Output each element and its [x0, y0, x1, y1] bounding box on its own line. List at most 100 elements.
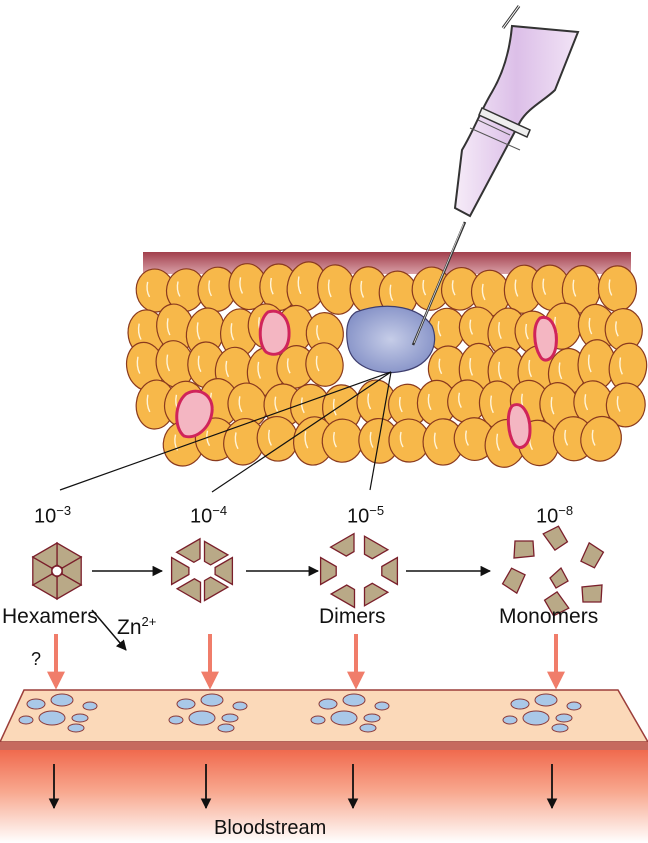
adipocyte-highlight	[166, 354, 171, 372]
adipocyte-highlight	[498, 321, 502, 339]
adipocyte-highlight	[587, 354, 592, 373]
vesicle	[534, 693, 558, 707]
adipocyte-highlight	[525, 323, 529, 340]
insulin-unit	[329, 532, 355, 557]
adipocyte-highlight	[332, 431, 337, 448]
adipocyte	[597, 265, 638, 312]
adipocyte-highlight	[297, 276, 302, 295]
label-question: ?	[31, 649, 42, 669]
insulin-unit	[170, 556, 190, 586]
vesicle	[310, 715, 326, 725]
vesicle	[555, 713, 573, 723]
adipocyte-highlight	[498, 361, 502, 380]
adipocyte-highlight	[238, 396, 243, 413]
vesicle	[318, 698, 338, 710]
insulin-monomer	[542, 525, 569, 552]
pink-cell	[258, 309, 291, 356]
adipocyte-highlight	[469, 358, 474, 376]
conc-base: 10	[347, 505, 370, 528]
vesicle	[502, 715, 518, 725]
adipocyte-highlight	[304, 431, 309, 449]
dissociation-arrows	[91, 565, 492, 651]
adipocyte-highlight	[464, 430, 469, 446]
vesicle	[510, 698, 530, 710]
endothelial-vesicles	[18, 693, 582, 733]
syringe-barrel	[453, 24, 580, 218]
adipocyte-highlight	[572, 279, 577, 297]
insulin-unit	[363, 582, 390, 607]
adipocyte-highlight	[315, 355, 320, 372]
adipocyte-highlight	[490, 395, 494, 414]
conc-base: 10	[190, 505, 213, 528]
arrow-zinc-release	[91, 609, 127, 651]
conc-base: 10	[34, 505, 57, 528]
label-zinc: Zn2+	[117, 614, 156, 640]
adipocyte-highlight	[286, 358, 291, 374]
conc-exponent: −5	[369, 503, 385, 518]
adipocyte-highlight	[196, 322, 201, 340]
adipocyte-highlight	[166, 318, 171, 336]
vesicle	[168, 715, 184, 725]
adipocyte-highlight	[591, 429, 596, 446]
adipocyte-highlight	[267, 429, 272, 446]
insulin-unit	[363, 535, 390, 560]
adipocyte	[305, 342, 344, 387]
vesicle	[50, 693, 74, 707]
adipocyte-highlight	[230, 323, 235, 341]
vesicle	[188, 710, 216, 726]
vesicle	[200, 693, 224, 707]
adipocyte-highlight	[360, 280, 365, 298]
syringe	[411, 5, 580, 346]
adipocyte-highlight	[437, 321, 442, 337]
insulin-species	[31, 525, 605, 617]
bloodstream-area	[0, 750, 648, 843]
insulin-unit	[214, 556, 234, 586]
insulin-monomer	[513, 540, 535, 559]
pink-cells	[175, 309, 558, 449]
vesicle	[18, 715, 34, 725]
concentration-dimer: 10−5	[347, 503, 384, 529]
adipocyte-highlight	[608, 279, 613, 296]
adipocyte-highlight	[564, 429, 569, 446]
insulin-monomer	[581, 584, 603, 603]
adipocyte-highlight	[615, 321, 619, 337]
insulin-unit	[203, 576, 230, 602]
capillary-wall	[0, 689, 648, 743]
insulin-monomer	[549, 566, 569, 589]
adipocyte-highlight	[146, 281, 151, 298]
adipocyte-highlight	[427, 393, 432, 411]
adipocyte-highlight	[369, 431, 374, 448]
vesicle	[330, 710, 358, 726]
bloodstream-arrows	[48, 764, 558, 810]
insulin-unit	[381, 556, 399, 586]
concentration-hexamer: 10−3	[34, 503, 71, 529]
insulin-unit	[329, 584, 356, 609]
pink-cell	[175, 389, 214, 439]
adipocyte-highlight	[367, 393, 372, 410]
adipocyte-highlight	[438, 358, 443, 375]
absorption-arrows	[47, 634, 565, 690]
vesicle	[26, 698, 46, 710]
adipocyte-highlight	[584, 394, 589, 411]
adipocyte-highlight	[588, 317, 593, 335]
adipocyte-highlight	[327, 279, 332, 298]
concentration-partial: 10−4	[190, 503, 227, 529]
zinc-charge: 2+	[141, 614, 157, 629]
label-dimers: Dimers	[319, 605, 386, 628]
vesicle	[551, 723, 569, 733]
adipocyte-highlight	[558, 362, 563, 380]
leader-lines	[59, 371, 392, 493]
adipocyte-highlight	[174, 434, 179, 451]
adipocyte-highlight	[269, 277, 274, 295]
adipocyte-highlight	[422, 279, 427, 296]
adipocyte-highlight	[451, 280, 456, 296]
insulin-unit	[203, 540, 230, 566]
conc-exponent: −4	[212, 503, 228, 518]
conc-base: 10	[536, 505, 559, 528]
conc-exponent: −8	[558, 503, 574, 518]
adipocyte-highlight	[433, 432, 438, 450]
adipocyte-highlight	[234, 432, 239, 450]
adipocyte-highlight	[225, 360, 230, 378]
vesicle	[217, 723, 235, 733]
